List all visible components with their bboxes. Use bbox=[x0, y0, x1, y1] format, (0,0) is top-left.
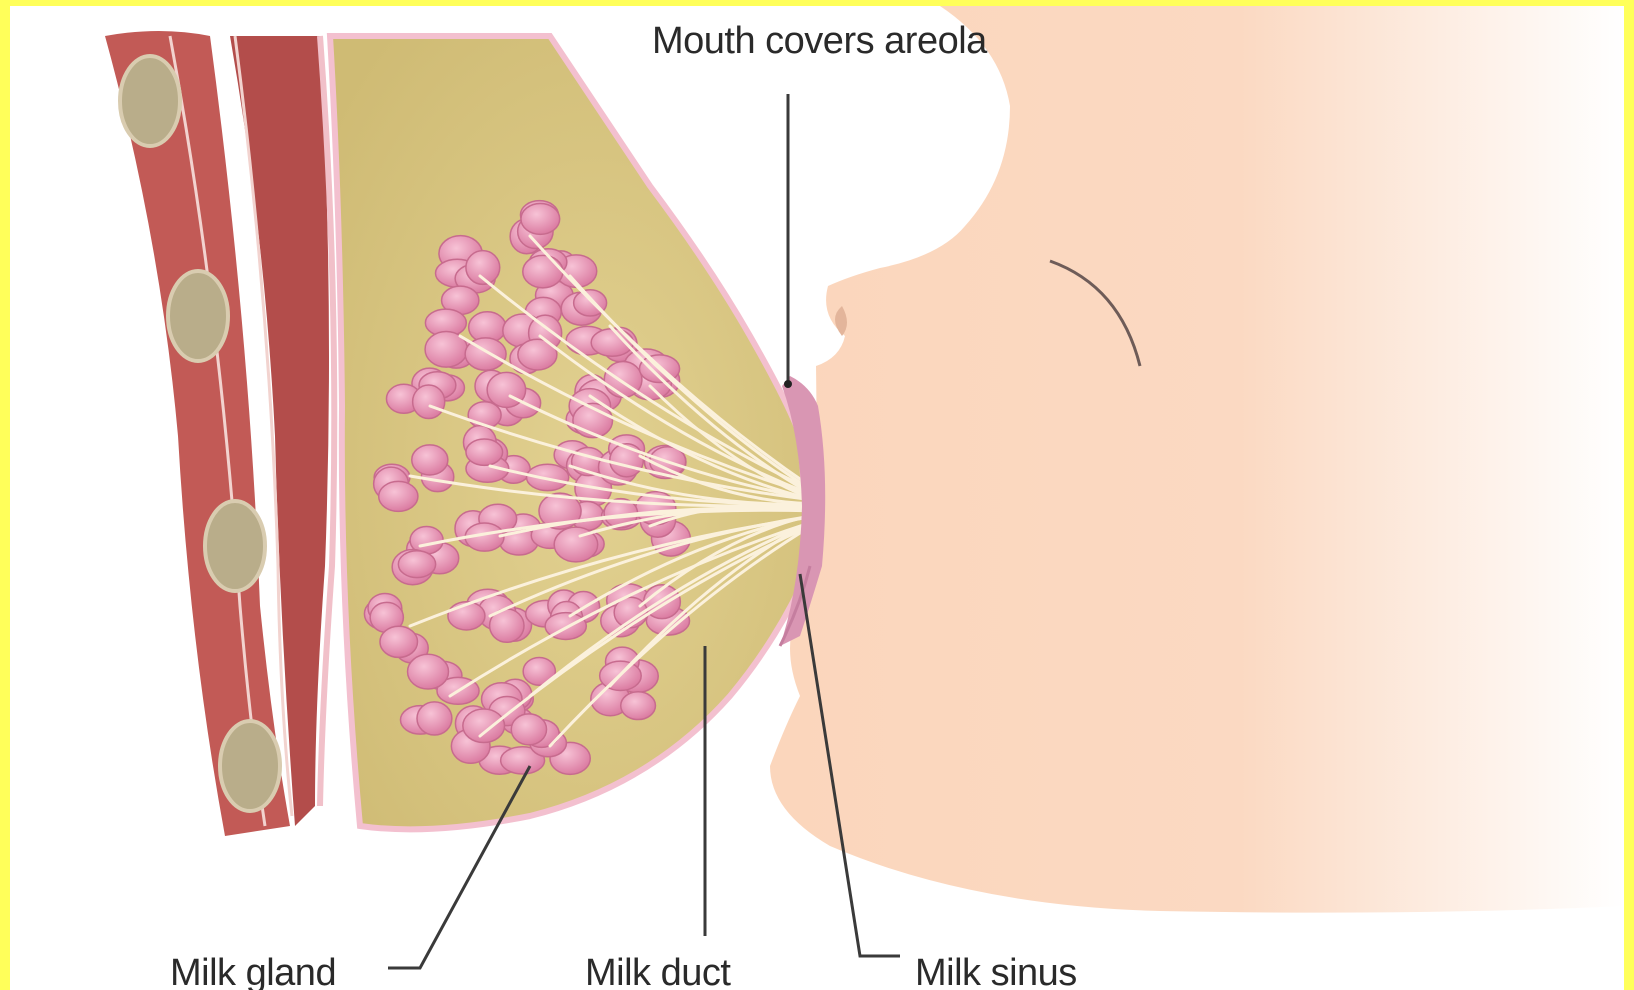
label-mouth-covers-areola: Mouth covers areola bbox=[652, 20, 987, 63]
gland-lobule bbox=[413, 385, 445, 419]
gland-lobule bbox=[379, 481, 418, 511]
gland-lobule bbox=[521, 203, 560, 234]
breastfeeding-anatomy-illustration bbox=[10, 6, 1624, 990]
label-milk-gland: Milk gland bbox=[170, 952, 336, 990]
diagram-frame: Mouth covers areola Milk gland Milk duct… bbox=[10, 6, 1624, 990]
baby-head bbox=[770, 6, 1624, 913]
rib bbox=[168, 271, 228, 361]
gland-lobule bbox=[398, 551, 435, 578]
gland-lobule bbox=[523, 255, 563, 287]
rib bbox=[120, 56, 180, 146]
label-milk-duct: Milk duct bbox=[585, 952, 730, 990]
gland-lobule bbox=[621, 692, 656, 720]
gland-lobule bbox=[408, 654, 449, 689]
gland-lobule bbox=[466, 439, 503, 465]
rib bbox=[205, 501, 265, 591]
gland-lobule bbox=[511, 714, 546, 745]
leader-dot-mouth bbox=[784, 380, 792, 388]
label-milk-sinus: Milk sinus bbox=[915, 952, 1077, 990]
rib bbox=[220, 721, 280, 811]
chest-wall-muscle bbox=[105, 31, 334, 836]
gland-lobule bbox=[380, 626, 418, 657]
gland-lobule bbox=[417, 702, 452, 735]
gland-lobule bbox=[412, 445, 448, 475]
gland-lobule bbox=[463, 709, 505, 743]
